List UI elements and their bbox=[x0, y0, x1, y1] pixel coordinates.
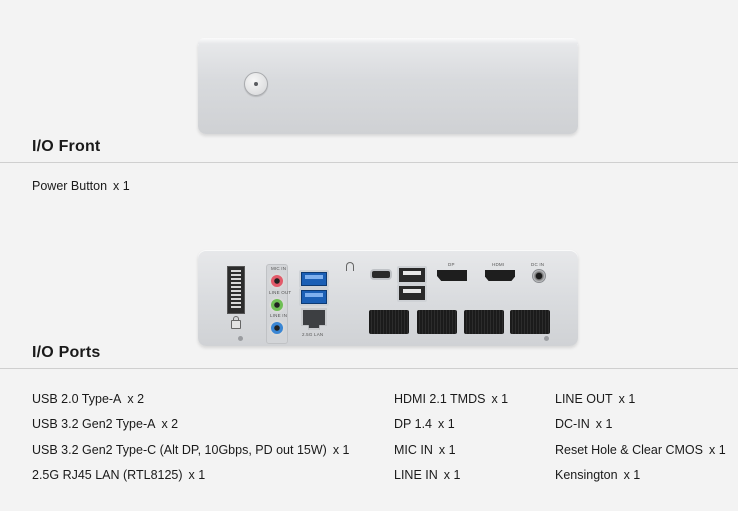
spec-item: HDMI 2.1 TMDS x 1 bbox=[394, 392, 508, 406]
screw bbox=[544, 336, 549, 341]
dc-in-port bbox=[532, 269, 546, 283]
dp-label: DP bbox=[448, 262, 455, 267]
spec-label: USB 2.0 Type-A bbox=[32, 392, 122, 406]
kensington-lock-icon bbox=[231, 316, 241, 329]
hdmi-port bbox=[485, 270, 515, 281]
spec-label: LINE IN bbox=[394, 468, 438, 482]
line-out-label: LINE OUT bbox=[269, 290, 292, 295]
rj45-lan-port bbox=[301, 308, 327, 330]
spec-item: Kensington x 1 bbox=[555, 468, 640, 482]
spec-label: DP 1.4 bbox=[394, 417, 432, 431]
spec-label: USB 3.2 Gen2 Type-A bbox=[32, 417, 156, 431]
spec-item: USB 3.2 Gen2 Type-C (Alt DP, 10Gbps, PD … bbox=[32, 443, 350, 457]
line-in-label: LINE IN bbox=[270, 313, 288, 318]
spec-item: USB 3.2 Gen2 Type-A x 2 bbox=[32, 417, 178, 431]
vent-grille bbox=[417, 310, 457, 334]
vent-grille bbox=[510, 310, 550, 334]
dc-in-label: DC IN bbox=[531, 262, 545, 267]
spec-qty: x 2 bbox=[127, 392, 145, 406]
spec-qty: x 1 bbox=[595, 417, 613, 431]
spec-item: USB 2.0 Type-A x 2 bbox=[32, 392, 144, 406]
spec-label: 2.5G RJ45 LAN (RTL8125) bbox=[32, 468, 183, 482]
brand-label-plate bbox=[227, 266, 245, 314]
line-out-jack bbox=[269, 297, 285, 313]
usb3-port-1 bbox=[299, 270, 329, 288]
spec-qty: x 2 bbox=[161, 417, 179, 431]
spec-item: 2.5G RJ45 LAN (RTL8125) x 1 bbox=[32, 468, 205, 482]
spec-qty: x 1 bbox=[438, 417, 455, 431]
spec-item: Power Button x 1 bbox=[32, 179, 130, 193]
spec-qty: x 1 bbox=[443, 468, 461, 482]
vent-grille bbox=[464, 310, 504, 334]
screw bbox=[238, 336, 243, 341]
io-front-title: I/O Front bbox=[32, 138, 101, 155]
mic-in-jack bbox=[269, 273, 285, 289]
spec-item: DC-IN x 1 bbox=[555, 417, 612, 431]
usb2-port-1 bbox=[397, 266, 427, 284]
spec-item: DP 1.4 x 1 bbox=[394, 417, 455, 431]
spec-label: USB 3.2 Gen2 Type-C (Alt DP, 10Gbps, PD … bbox=[32, 443, 327, 457]
usb3-port-2 bbox=[299, 288, 329, 306]
displayport-port bbox=[437, 270, 467, 281]
line-in-jack bbox=[269, 320, 285, 336]
spec-qty: x 1 bbox=[113, 179, 130, 193]
spec-qty: x 1 bbox=[188, 468, 206, 482]
spec-qty: x 1 bbox=[708, 443, 726, 457]
lan-label: 2.5G LAN bbox=[302, 332, 324, 337]
device-front-view bbox=[198, 38, 578, 134]
power-button-icon bbox=[244, 72, 268, 96]
spec-item: MIC IN x 1 bbox=[394, 443, 456, 457]
spec-item: LINE IN x 1 bbox=[394, 468, 460, 482]
spec-qty: x 1 bbox=[438, 443, 456, 457]
io-ports-title: I/O Ports bbox=[32, 344, 101, 361]
device-rear-view: MIC IN LINE OUT LINE IN 2.5G LAN DP HDMI… bbox=[198, 250, 578, 346]
device-top-edge bbox=[198, 38, 578, 44]
spec-item: Reset Hole & Clear CMOS x 1 bbox=[555, 443, 726, 457]
power-led bbox=[254, 82, 258, 86]
spec-label: DC-IN bbox=[555, 417, 590, 431]
headphone-icon bbox=[346, 262, 354, 271]
io-front-divider bbox=[0, 162, 738, 163]
spec-item: LINE OUT x 1 bbox=[555, 392, 635, 406]
usb2-port-2 bbox=[397, 284, 427, 302]
spec-label: HDMI 2.1 TMDS bbox=[394, 392, 486, 406]
spec-label: Kensington bbox=[555, 468, 618, 482]
brand-label-text bbox=[231, 270, 241, 310]
vent-grille bbox=[369, 310, 409, 334]
spec-label: LINE OUT bbox=[555, 392, 613, 406]
spec-label: Power Button bbox=[32, 179, 108, 193]
io-ports-divider bbox=[0, 368, 738, 369]
usb-c-port bbox=[370, 269, 392, 280]
spec-qty: x 1 bbox=[618, 392, 636, 406]
hdmi-label: HDMI bbox=[492, 262, 505, 267]
mic-in-label: MIC IN bbox=[271, 266, 287, 271]
spec-label: Reset Hole & Clear CMOS bbox=[555, 443, 703, 457]
spec-label: MIC IN bbox=[394, 443, 433, 457]
spec-qty: x 1 bbox=[491, 392, 509, 406]
spec-qty: x 1 bbox=[623, 468, 641, 482]
spec-qty: x 1 bbox=[332, 443, 350, 457]
